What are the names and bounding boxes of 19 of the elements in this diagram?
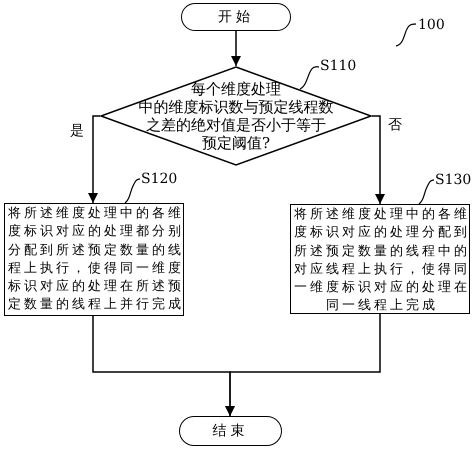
figure-number: 100	[418, 16, 445, 34]
arrow	[231, 31, 241, 66]
step-label: S130	[435, 172, 472, 188]
terminal-label: 结束	[212, 422, 248, 440]
leader-line	[300, 66, 320, 90]
decision-text: 每个维度处理中的维度标识数与预定线程数之差的绝对值是否小于等于预定阈值?	[138, 80, 334, 152]
process-text: 将所述维度处理中的各维度标识对应的处理都分别分配到所述预定数量的线程上执行，使得同一维度标识对应的处理在所述预定数量的线程上并行完成	[7, 205, 185, 314]
start-terminal	[181, 3, 291, 31]
process-text: 将所述维度处理中的各维度标识对应的处理分配到所述预定数量的线程中的对应线程上执行，使得同一维度标识对应的处理在同一线程上完成	[293, 206, 471, 316]
terminal-label: 开始	[218, 8, 254, 26]
edge-label: 是	[70, 122, 84, 140]
leader-line	[418, 179, 434, 204]
arrow	[88, 115, 100, 203]
arrow	[225, 314, 381, 416]
arrow	[372, 115, 385, 204]
end-terminal	[179, 416, 282, 446]
step-label: S120	[141, 171, 178, 187]
leader-line	[124, 178, 140, 204]
step-label: S110	[320, 58, 356, 74]
